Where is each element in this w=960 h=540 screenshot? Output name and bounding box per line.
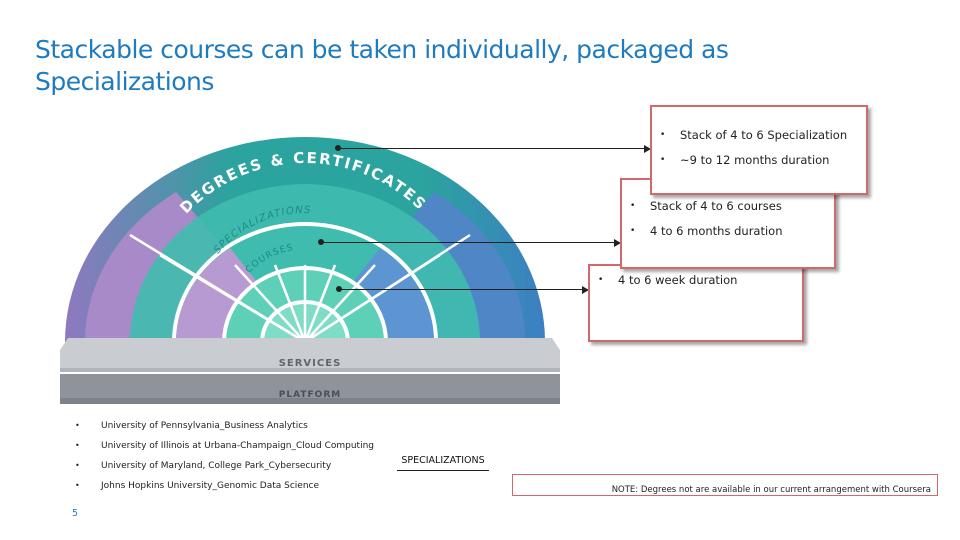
specialization-stack: Stack of 4 to 6 Specialization: [680, 128, 848, 142]
services-label: SERVICES: [279, 358, 342, 369]
course-duration: 4 to 6 week duration: [618, 273, 738, 287]
callout-bullet: •~9 to 12 months duration: [660, 153, 830, 167]
slide-title: Stackable courses can be taken individua…: [35, 35, 729, 96]
list-item: •University of Pennsylvania_Business Ana…: [75, 421, 308, 431]
courses-connector: [318, 238, 621, 247]
arrow-head: [582, 285, 589, 294]
list-item: •University of Maryland, College Park_Cy…: [75, 461, 332, 471]
callout-bullet: •4 to 6 week duration: [598, 273, 738, 287]
degrees-note: NOTE: Degrees not are available in our c…: [512, 474, 938, 496]
connector-dot: [336, 286, 342, 292]
arrow-head: [614, 238, 621, 247]
course-connector: [336, 285, 589, 294]
platform-label: PLATFORM: [279, 390, 341, 400]
university-list: •University of Pennsylvania_Business Ana…: [75, 416, 374, 496]
specialization-connector: [335, 144, 651, 153]
specializations-heading: SPECIALIZATIONS: [397, 452, 489, 471]
connector-dot: [335, 145, 341, 151]
specialization-callout: •Stack of 4 to 6 Specialization •~9 to 1…: [650, 105, 868, 195]
list-item: •University of Illinois at Urbana-Champa…: [75, 441, 375, 451]
callout-bullet: •Stack of 4 to 6 Specialization: [660, 128, 848, 142]
page-number: 5: [72, 508, 79, 519]
callout-bullet: •4 to 6 months duration: [630, 224, 783, 238]
arrow-head: [644, 144, 651, 153]
specialization-duration: ~9 to 12 months duration: [680, 153, 830, 167]
list-item: •Johns Hopkins University_Genomic Data S…: [75, 481, 320, 491]
courses-duration: 4 to 6 months duration: [650, 224, 783, 238]
stack-diagram: DEGREES & CERTIFICATES SPECIALIZATIONS C…: [60, 137, 560, 404]
callout-bullet: •Stack of 4 to 6 courses: [630, 199, 782, 213]
services-bar: [60, 338, 560, 372]
connector-dot: [318, 239, 324, 245]
platform-bar: [60, 374, 560, 404]
course-callout: •4 to 6 week duration: [588, 264, 804, 342]
courses-stack: Stack of 4 to 6 courses: [650, 199, 782, 213]
